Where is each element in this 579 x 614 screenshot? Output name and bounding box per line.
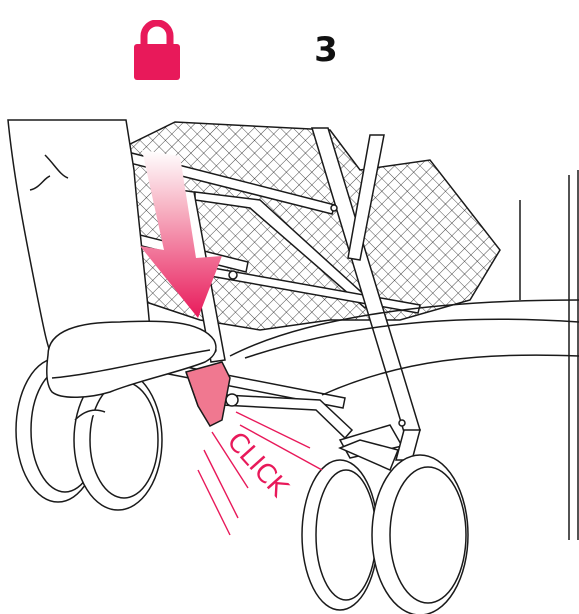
right-wheels	[302, 440, 468, 614]
brake-pedal	[186, 362, 238, 426]
click-caption: CLICK	[221, 427, 294, 504]
user-leg	[8, 120, 150, 355]
